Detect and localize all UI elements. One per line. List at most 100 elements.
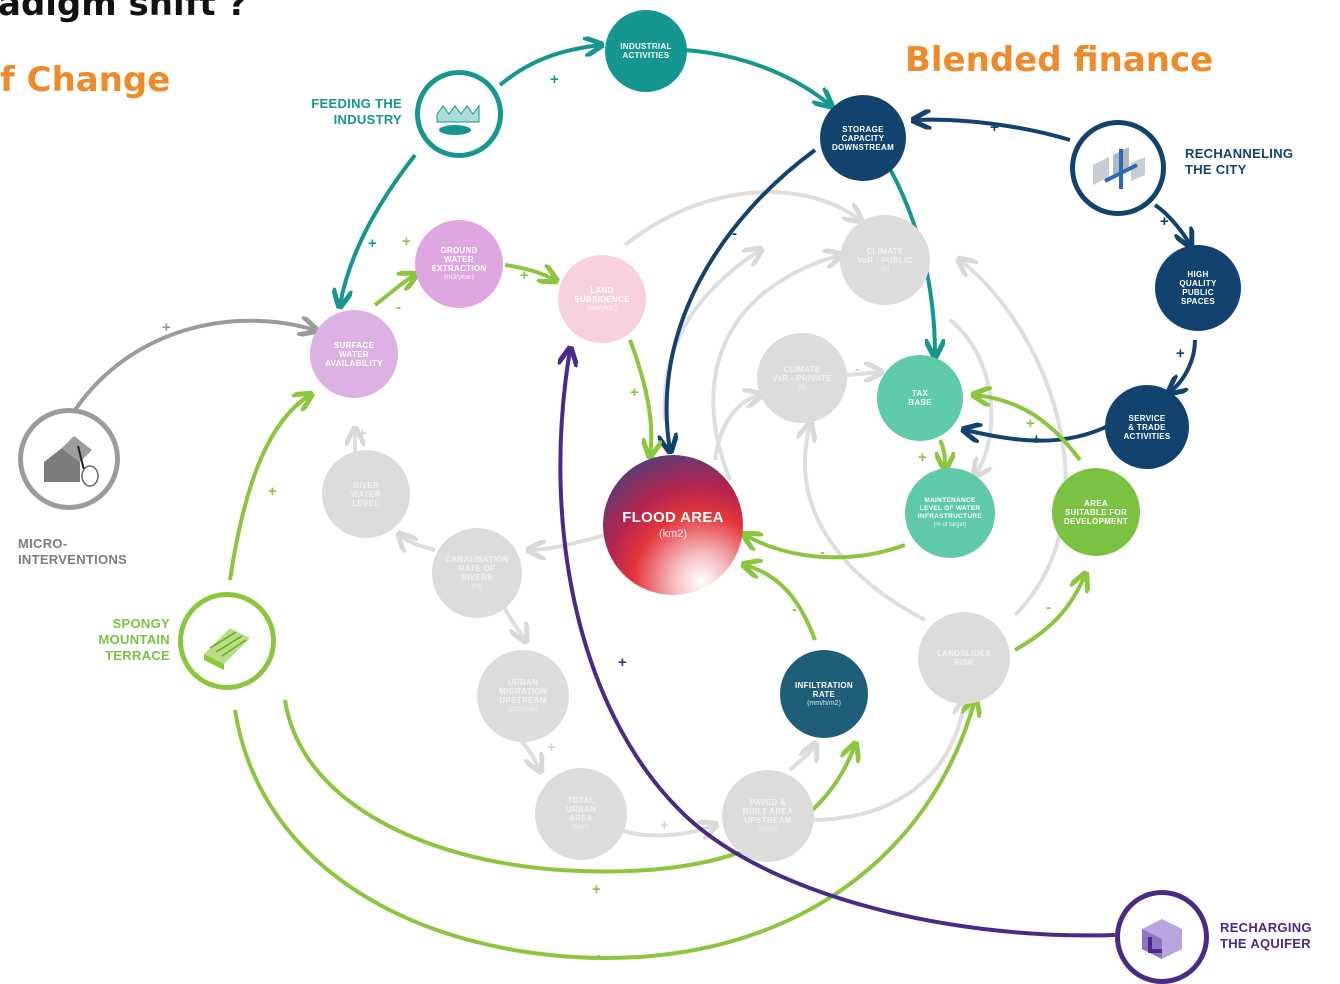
node-service-trade-activities: SERVICE & TRADE ACTIVITIES <box>1105 385 1189 469</box>
node-label: SERVICE & TRADE ACTIVITIES <box>1123 413 1171 441</box>
link-flood-canal <box>530 533 606 550</box>
sign-surface-ground-minus: - <box>396 299 401 316</box>
node-industrial-activities: INDUSTRIAL ACTIVITIES <box>605 10 687 92</box>
node-surface-water-availability: SURFACE WATER AVAILABILITY <box>310 310 398 398</box>
sign-landslides-area: - <box>1046 599 1051 616</box>
link-feeding-surface <box>340 153 417 305</box>
node-label: CLIMATE VaR - PRIVATE <box>772 364 832 383</box>
node-storage-capacity: STORAGE CAPACITY DOWNSTREAM <box>820 95 906 181</box>
node-unit: ($) <box>797 383 807 391</box>
sign-rechanneling-hq: + <box>1160 213 1169 230</box>
lever-spongy-mountain-terrace <box>178 592 276 690</box>
node-land-subsidence: LAND SUBSIDENCE (cm/year) <box>558 255 646 343</box>
link-rechanneling-storage <box>915 120 1071 142</box>
lever-feeding-industry <box>415 70 503 158</box>
sign-spongy-landslides: - <box>596 947 601 964</box>
node-unit: (mm/h/m2) <box>807 699 841 707</box>
lever-label-rechanneling-city: RECHANNELING THE CITY <box>1185 146 1294 177</box>
link-rechanneling-hq <box>1153 203 1190 245</box>
sign-ground-subsidence: + <box>520 267 529 284</box>
node-river-water-level: RIVER WATER LEVEL <box>322 450 410 538</box>
node-unit: (%) <box>471 583 483 590</box>
lever-label-spongy-mountain-terrace: SPONGY MOUNTAIN TERRACE <box>98 616 170 663</box>
link-landslides-climate-public <box>960 260 1068 617</box>
link-paved-landslides <box>809 700 965 822</box>
heading-top: adigm shift ? <box>0 0 248 24</box>
node-infiltration-rate: INFILTRATION RATE (mm/h/m2) <box>780 650 868 738</box>
node-unit: (% of target) <box>933 521 967 528</box>
link-infiltration-flood <box>745 565 817 641</box>
sign-subsidence-flood: + <box>630 384 639 401</box>
sign-hq-service: + <box>1176 345 1185 362</box>
node-unit: ($) <box>880 265 890 273</box>
node-label: MAINTENANCE LEVEL OF WATER INFRASTRUCTUR… <box>917 496 983 520</box>
sign-river-surface: + <box>358 425 367 442</box>
node-label: STORAGE CAPACITY DOWNSTREAM <box>831 124 895 152</box>
lever-label-feeding-industry: FEEDING THE INDUSTRY <box>311 96 402 127</box>
node-label: FLOOD AREA <box>622 509 724 526</box>
factory-icon <box>436 104 480 135</box>
node-climate-var-public: CLIMATE VaR - PUBLIC ($) <box>840 215 930 305</box>
link-spongy-landslides <box>233 700 975 961</box>
node-canalisation-rate: CANALISATION RATE OF RIVERS (%) <box>432 528 522 618</box>
link-recharging-subsidence <box>560 350 1116 938</box>
lever-rechanneling-city <box>1070 120 1166 216</box>
link-flood-climate-private <box>713 395 760 461</box>
link-service-tax <box>965 425 1111 441</box>
link-total-paved <box>619 825 715 835</box>
sign-spongy-infiltration: + <box>592 881 601 898</box>
link-ground-subsidence <box>504 263 555 280</box>
heading-blended-finance: Blended finance <box>905 40 1214 80</box>
node-label: CLIMATE VaR - PUBLIC <box>857 246 913 265</box>
lever-label-recharging-aquifer: RECHARGING THE AQUIFER <box>1220 920 1312 951</box>
node-unit: (km2) <box>658 528 688 540</box>
node-area-suitable-for-development: AREA SUITABLE FOR DEVELOPMENT <box>1052 468 1140 556</box>
node-label: INFILTRATION RATE <box>795 680 853 699</box>
node-label: INDUSTRIAL ACTIVITIES <box>620 42 672 60</box>
node-label: LAND SUBSIDENCE <box>574 285 630 304</box>
link-landslides-area <box>1014 575 1085 652</box>
node-label: CANALISATION RATE OF RIVERS <box>445 555 509 582</box>
node-label: LANDSLIDES RISK <box>936 649 992 667</box>
sign-rechanneling-storage: + <box>990 119 999 136</box>
sign-maintenance-flood: - <box>820 544 825 561</box>
node-flood-area: FLOOD AREA (km2) <box>603 455 743 595</box>
link-paved-infiltration <box>788 745 815 772</box>
link-storage-flood <box>667 148 817 450</box>
sign-migration-total: + <box>547 739 556 756</box>
node-maintenance-water-infrastructure: MAINTENANCE LEVEL OF WATER INFRASTRUCTUR… <box>905 468 995 558</box>
node-unit: (km2) <box>759 826 777 833</box>
node-climate-var-private: CLIMATE VaR - PRIVATE ($) <box>757 333 847 423</box>
link-industrial-storage <box>684 48 830 105</box>
node-label: GROUND WATER EXTRACTION <box>431 246 487 273</box>
sign-service-tax: + <box>1032 431 1041 448</box>
node-total-urban-area: TOTAL URBAN AREA (km2) <box>535 768 627 860</box>
node-label: TAX BASE <box>908 389 932 407</box>
lever-recharging-aquifer <box>1115 890 1209 984</box>
sign-micro-surface: + <box>162 319 171 336</box>
sign-climate-private-tax: - <box>855 361 860 378</box>
sign-storage-flood: - <box>732 225 737 242</box>
link-hq-service <box>1170 339 1197 392</box>
link-feeding-industrial <box>498 45 600 87</box>
sign-feeding-surface: + <box>368 235 377 252</box>
sign-recharging-subsidence: + <box>618 654 627 671</box>
node-label: AREA SUITABLE FOR DEVELOPMENT <box>1063 498 1129 526</box>
link-canal-river <box>400 535 436 550</box>
link-climate-private-tax <box>844 372 880 375</box>
node-label: SURFACE WATER AVAILABILITY <box>325 340 383 368</box>
node-label: HIGH QUALITY PUBLIC SPACES <box>1179 270 1217 306</box>
link-tax-maintenance <box>940 439 945 468</box>
lever-label-micro-interventions: MICRO- INTERVENTIONS <box>18 536 128 567</box>
node-urban-migration-upstream: URBAN MIGRATION UPSTREAM (ppl/year) <box>477 650 569 742</box>
terrace-icon <box>204 628 250 670</box>
node-unit: (cm/year) <box>587 304 617 312</box>
sign-tax-maintenance: + <box>918 449 927 466</box>
link-subsidence-flood <box>628 339 651 455</box>
node-label: TOTAL URBAN AREA <box>565 796 597 823</box>
sign-infiltration-flood: - <box>792 601 797 618</box>
heading-theory-of-change: f Change <box>0 60 171 100</box>
sign-area-tax: + <box>1026 415 1035 432</box>
node-unit: (m3/year) <box>444 274 474 281</box>
